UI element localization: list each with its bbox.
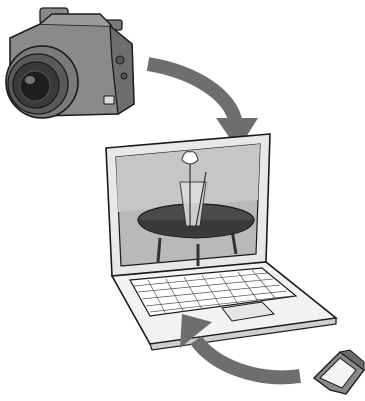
camera-icon: [6, 8, 134, 118]
laptop-icon: [106, 134, 336, 350]
sd-card-icon: [314, 350, 364, 394]
